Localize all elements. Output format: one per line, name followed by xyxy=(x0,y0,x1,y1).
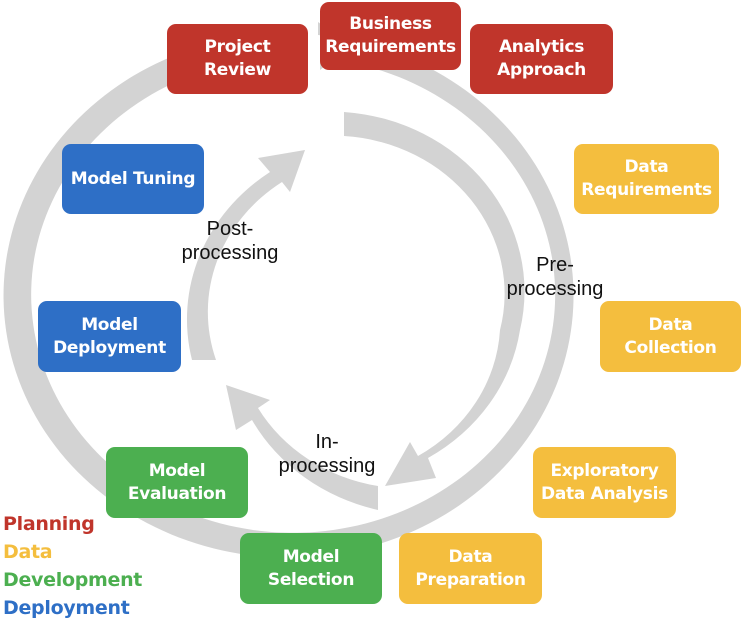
model-selection-label: Model Selection xyxy=(267,546,355,590)
data-requirements-box: Data Requirements xyxy=(574,144,719,214)
pre-processing-label: Pre- processing xyxy=(506,254,604,300)
in-processing-arrow xyxy=(226,385,378,510)
in-processing-label: In- processing xyxy=(278,431,376,477)
model-selection-box: Model Selection xyxy=(240,533,382,604)
model-evaluation-box: Model Evaluation xyxy=(106,447,248,518)
model-deployment-label: Model Deployment xyxy=(53,314,166,358)
exploratory-data-analysis-label: Exploratory Data Analysis xyxy=(541,460,668,504)
data-collection-label: Data Collection xyxy=(624,314,717,358)
pre-processing-arrow xyxy=(344,112,525,486)
legend-deployment: Deployment xyxy=(3,597,130,619)
analytics-approach-box: Analytics Approach xyxy=(470,24,613,94)
post-processing-arrow xyxy=(186,150,305,360)
model-tuning-label: Model Tuning xyxy=(70,168,196,189)
legend-development: Development xyxy=(3,569,143,591)
data-preparation-box: Data Preparation xyxy=(399,533,542,604)
legend: Planning Data Development Deployment xyxy=(3,510,142,622)
business-requirements-label: Business Requirements xyxy=(325,14,456,57)
data-preparation-label: Data Preparation xyxy=(415,546,526,590)
legend-data: Data xyxy=(3,541,53,563)
analytics-approach-label: Analytics Approach xyxy=(497,37,586,80)
model-evaluation-label: Model Evaluation xyxy=(127,460,227,504)
project-review-box: Project Review xyxy=(167,24,308,94)
model-tuning-box: Model Tuning xyxy=(62,144,204,214)
post-processing-label: Post- processing xyxy=(181,218,279,264)
data-requirements-label: Data Requirements xyxy=(581,157,712,200)
exploratory-data-analysis-box: Exploratory Data Analysis xyxy=(533,447,676,518)
model-deployment-box: Model Deployment xyxy=(38,301,181,372)
legend-planning: Planning xyxy=(3,513,95,535)
business-requirements-box: Business Requirements xyxy=(320,2,461,70)
project-review-label: Project Review xyxy=(204,37,271,80)
data-collection-box: Data Collection xyxy=(600,301,741,372)
